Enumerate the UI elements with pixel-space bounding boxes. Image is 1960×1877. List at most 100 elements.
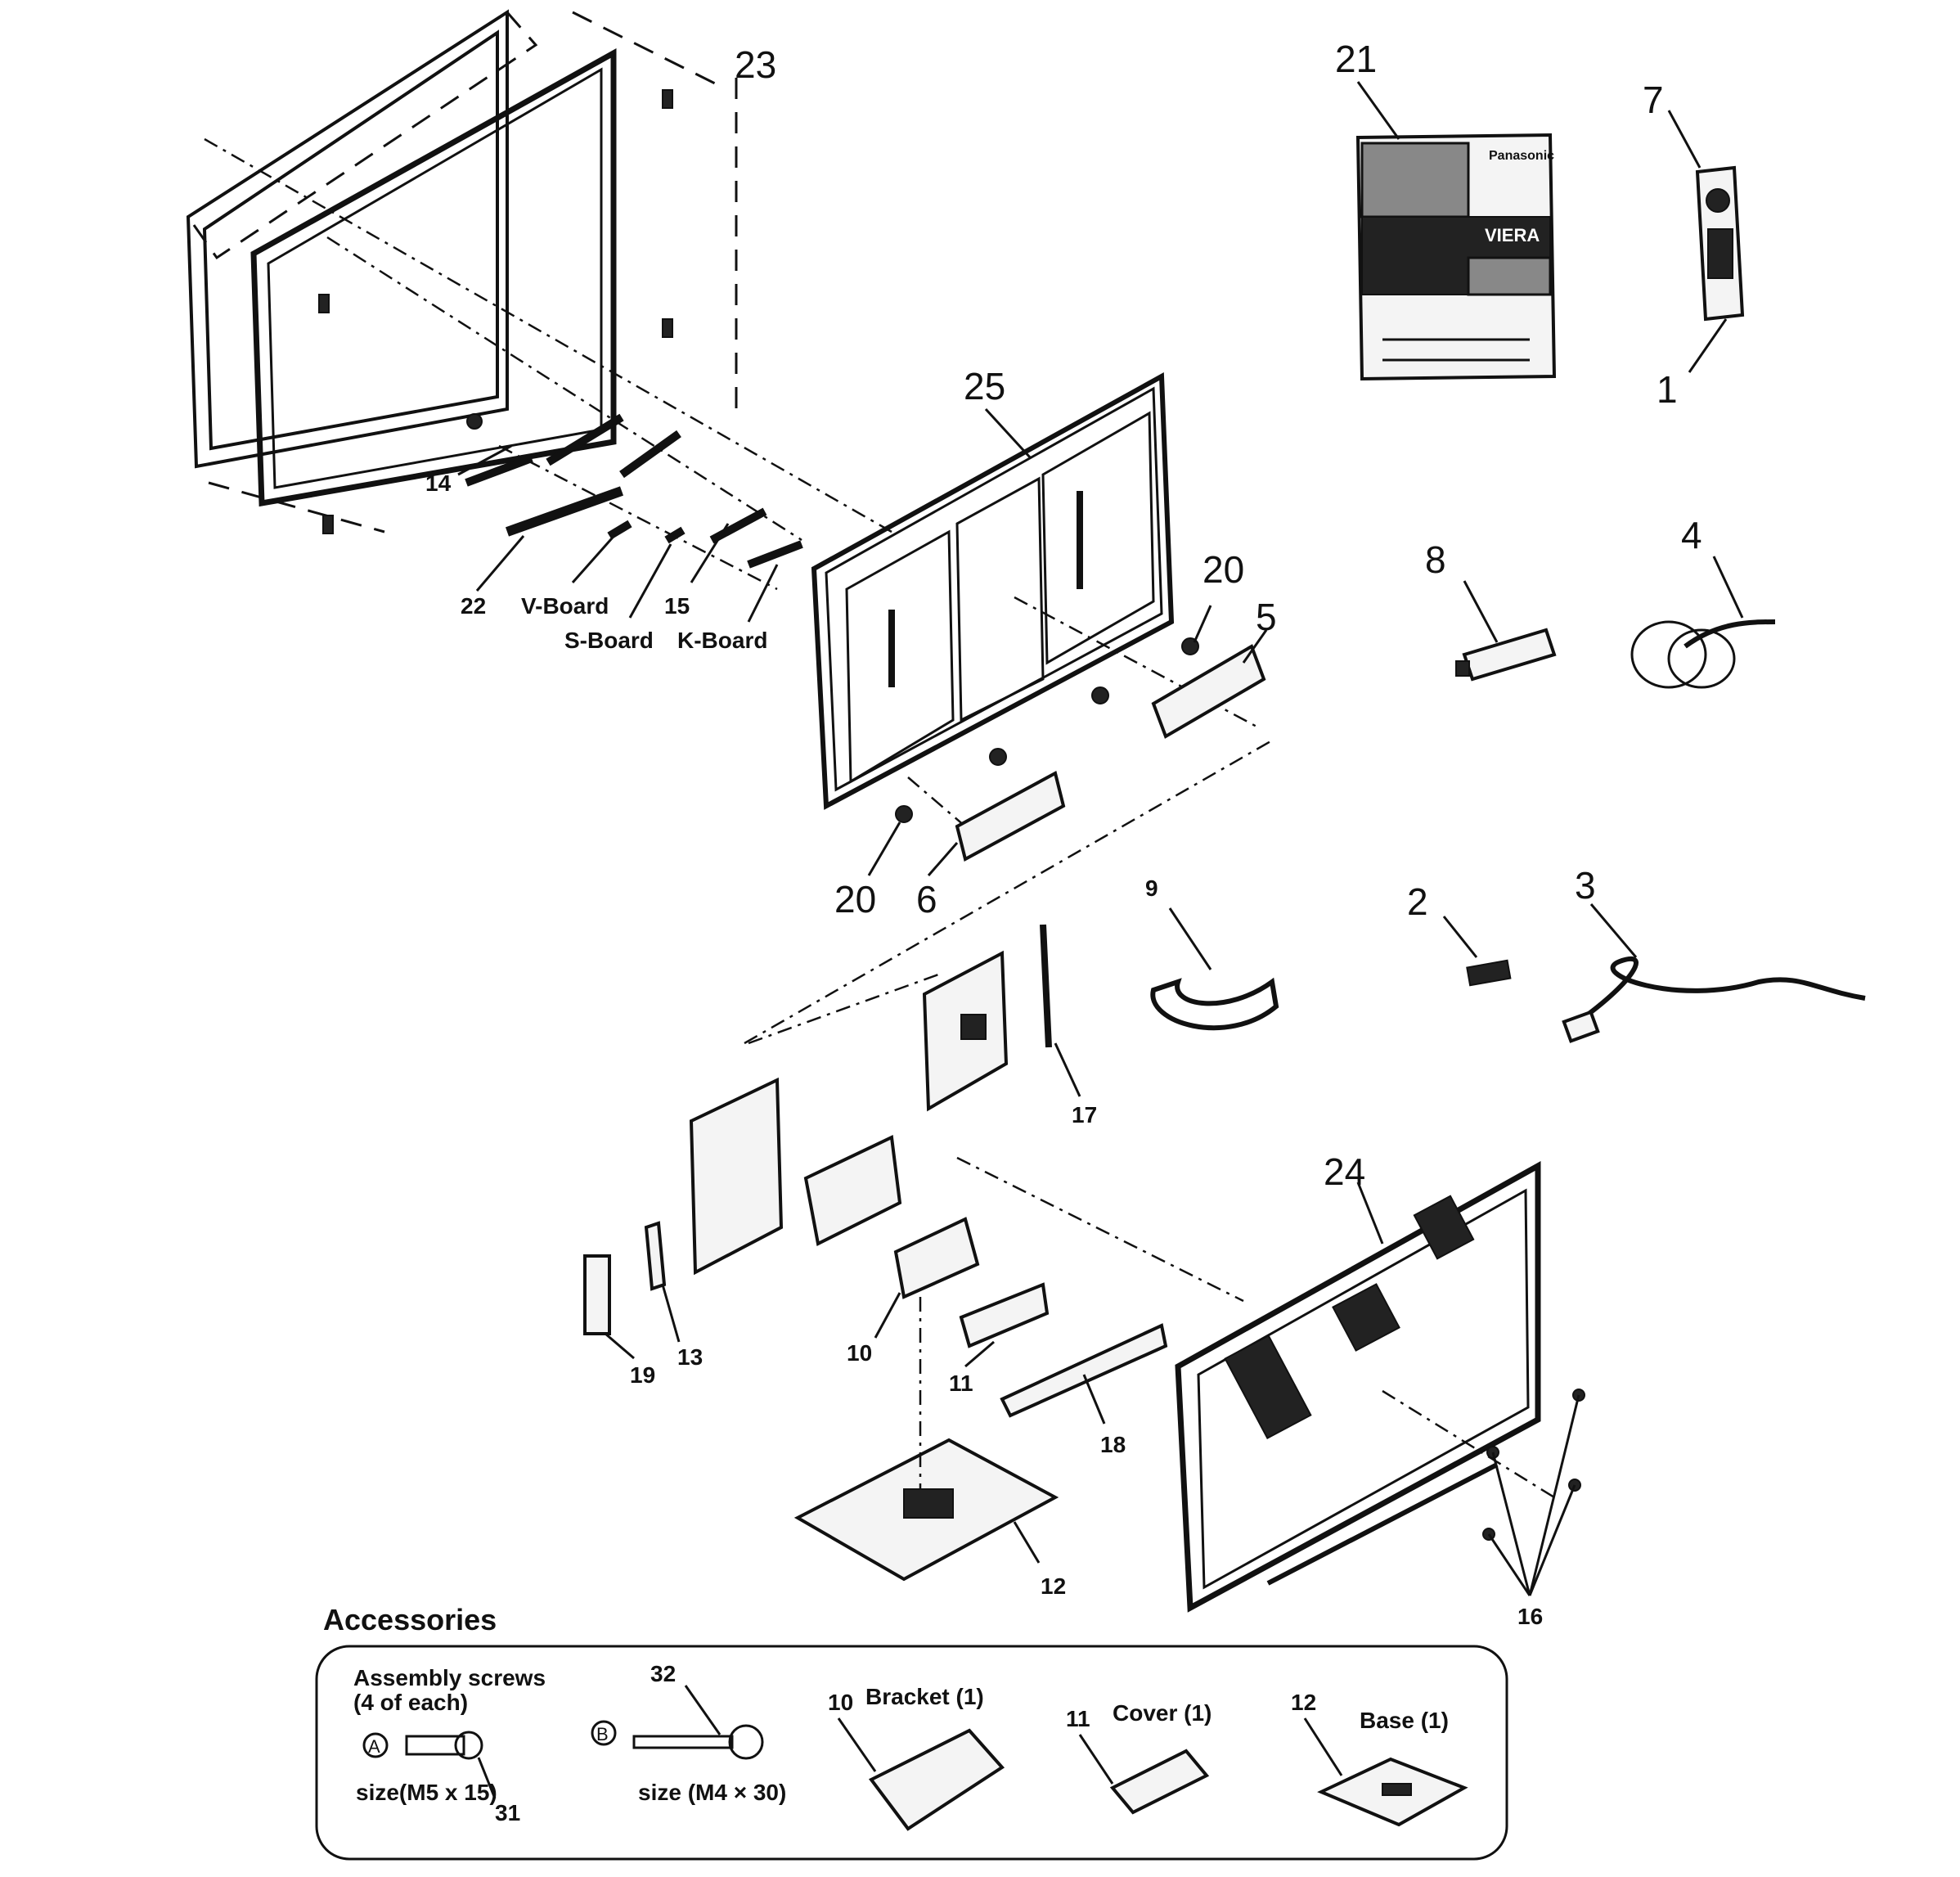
alignment-line-2: [326, 236, 802, 542]
marker-b-circle: [591, 1720, 617, 1746]
label-14: 14: [425, 470, 452, 496]
label-v-board: V-Board: [521, 593, 609, 619]
label-12: 12: [1041, 1573, 1066, 1599]
label-2: 2: [1407, 880, 1428, 923]
screw-a-number: 31: [495, 1800, 520, 1825]
label-k-board: K-Board: [677, 628, 767, 653]
manual-product: VIERA: [1485, 225, 1540, 245]
screw-b-number: 32: [650, 1661, 676, 1686]
accessories-title: Accessories: [323, 1603, 497, 1636]
clamps-2: [1466, 959, 1512, 987]
marker-a: A: [368, 1736, 380, 1757]
screw-a-icon: [405, 1735, 465, 1756]
speaker-right: [1151, 644, 1266, 739]
remote-control: [1667, 110, 1745, 373]
screws-subtitle: (4 of each): [353, 1690, 468, 1715]
screws-title: Assembly screws: [353, 1665, 546, 1690]
chassis-frame: [744, 372, 1273, 1045]
power-cord-coil: [1630, 620, 1707, 689]
acc-bracket-icon: [868, 1728, 1005, 1831]
label-7: 7: [1643, 79, 1664, 121]
acc-bracket-number: 10: [828, 1690, 853, 1715]
stand-parts: [793, 1135, 1244, 1582]
acc-cover-number: 11: [1066, 1706, 1090, 1731]
front-glass-inner: [202, 29, 499, 451]
accessory-items-mid: [1150, 903, 1866, 1043]
speaker-left: [955, 771, 1066, 862]
rear-cover-outline: [1175, 1161, 1541, 1613]
cable-tie: [1150, 977, 1279, 1031]
board-19: [583, 1254, 611, 1335]
accessory-items-top: [1455, 556, 1776, 689]
rear-cover: [1175, 1161, 1585, 1613]
label-25: 25: [964, 365, 1005, 407]
marker-b: B: [596, 1724, 609, 1744]
label-9: 9: [1145, 875, 1158, 901]
label-23: 23: [735, 43, 776, 86]
label-20-top: 20: [1203, 548, 1244, 591]
label-17: 17: [1072, 1102, 1097, 1128]
operating-manual: Panasonic VIERA: [1355, 81, 1557, 381]
usb-wifi-dongle: [1462, 628, 1557, 682]
acc-base-number: 12: [1291, 1690, 1316, 1715]
manual-photo-top: [1360, 142, 1470, 218]
power-board: [689, 1077, 784, 1276]
marker-a-circle: [362, 1732, 389, 1758]
accessories-box: [315, 1645, 1508, 1861]
label-4: 4: [1681, 514, 1702, 556]
label-24: 24: [1324, 1150, 1365, 1193]
main-boards: [583, 924, 1081, 1360]
remote-dpad-icon: [1706, 188, 1730, 213]
label-13: 13: [677, 1344, 703, 1370]
remote-keypad: [1707, 228, 1733, 279]
hdmi-cable: [1569, 956, 1866, 1029]
label-15: 15: [664, 593, 690, 619]
manual-brand: Panasonic: [1489, 149, 1554, 163]
panel-outline-dashed: [186, 11, 538, 260]
label-1: 1: [1657, 368, 1678, 411]
part-number-labels: 23 21 7 1 25 14 22 V-Board S-Board 15 K-…: [425, 38, 1702, 1629]
screw-b-icon: [632, 1735, 734, 1749]
label-5: 5: [1256, 596, 1277, 638]
screw-a-size: size(M5 x 15): [356, 1780, 497, 1805]
cover-11: [959, 1282, 1050, 1348]
clip-bottom-left: [322, 515, 334, 534]
label-22: 22: [461, 593, 486, 619]
acc-cover-icon: [1109, 1749, 1210, 1815]
label-20-bottom: 20: [834, 878, 876, 920]
label-11: 11: [949, 1371, 973, 1396]
bracket-10: [893, 1217, 980, 1299]
front-panel-assembly: [186, 9, 892, 542]
label-16: 16: [1517, 1604, 1543, 1629]
screw-20-left: [895, 805, 913, 823]
screw-icon: [466, 413, 483, 430]
label-6: 6: [916, 878, 937, 920]
clip-left: [318, 294, 330, 313]
label-8: 8: [1425, 538, 1446, 581]
label-s-board: S-Board: [564, 628, 654, 653]
label-19: 19: [630, 1362, 655, 1388]
guide-line-bottom: [208, 481, 385, 533]
board-13: [644, 1221, 667, 1291]
acc-bracket-label: Bracket (1): [865, 1684, 984, 1709]
label-21: 21: [1335, 38, 1377, 80]
clip-bottom-right: [662, 318, 673, 338]
bezel-frame-outer: [250, 48, 617, 507]
clip-top-right: [662, 89, 673, 109]
stand-neck-18: [1000, 1323, 1168, 1418]
front-glass-frame: [186, 9, 509, 469]
label-3: 3: [1575, 864, 1596, 907]
label-18: 18: [1100, 1432, 1126, 1457]
alignment-line: [204, 137, 892, 533]
acc-base-label: Base (1): [1360, 1708, 1449, 1733]
screw-b-size: size (M4 × 30): [638, 1780, 786, 1805]
speakers: [867, 605, 1268, 876]
accessories-section: Accessories Assembly screws (4 of each) …: [315, 1603, 1508, 1861]
acc-cover-label: Cover (1): [1113, 1700, 1212, 1726]
label-10: 10: [847, 1340, 872, 1366]
guide-line-top: [572, 11, 721, 88]
small-boards: [457, 413, 803, 623]
stand-pole-bracket: [803, 1135, 902, 1246]
